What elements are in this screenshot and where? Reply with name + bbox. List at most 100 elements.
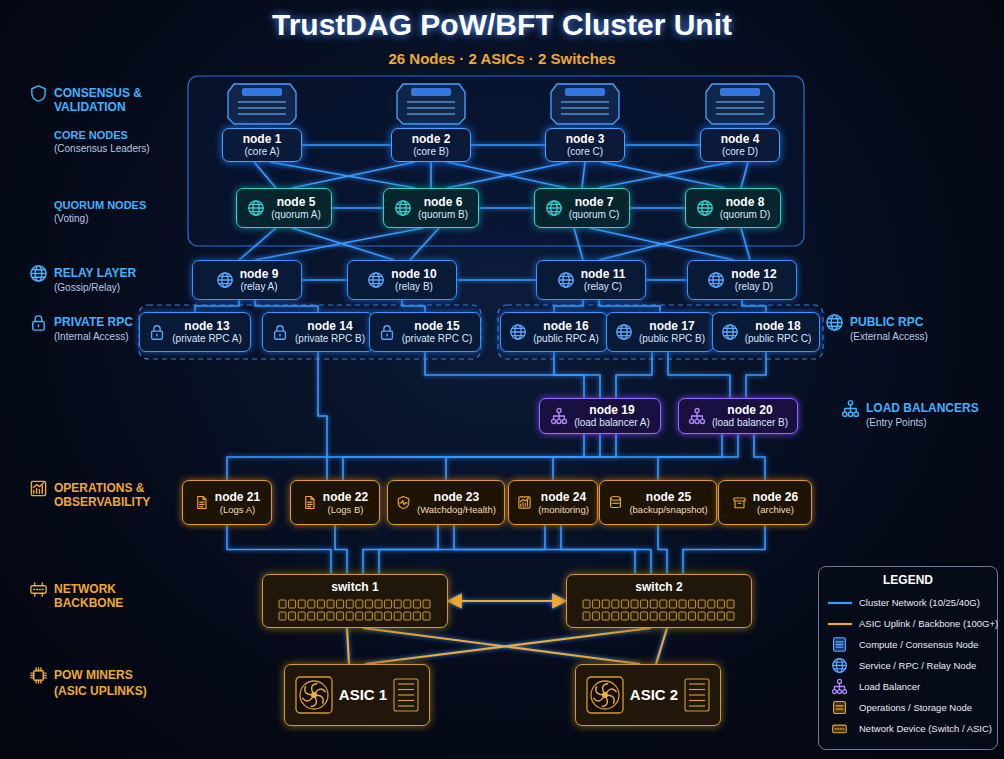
switch-port [641, 612, 648, 620]
node-text: switch 2 [635, 580, 682, 594]
legend-line [828, 601, 852, 603]
node-role: (backup/snapshot) [629, 504, 707, 516]
legend-text: ASIC Uplink / Backbone (100G+) [859, 618, 998, 629]
legend-row: ASIC Uplink / Backbone (100G+) [827, 613, 989, 634]
consensus-panel [188, 76, 804, 246]
service-node: node 17(public RPC B) [606, 312, 714, 352]
fan-frame [587, 677, 623, 713]
cluster-connector [741, 162, 748, 188]
switch-port [708, 600, 715, 608]
layer-heading: QUORUM NODES [54, 199, 184, 212]
globe-stroke [369, 276, 383, 283]
quorum-node: node 5(quorum A) [236, 188, 332, 228]
globe-icon [557, 271, 575, 289]
switch-port [365, 612, 372, 620]
globe-stroke [547, 204, 561, 211]
globe-icon [367, 271, 385, 289]
switch-port [375, 600, 382, 608]
lb-icon [688, 407, 706, 425]
switch-port [385, 600, 392, 608]
node-title: node 10 [391, 267, 436, 281]
layer-heading: RELAY LAYER [54, 266, 184, 280]
cluster-connector [616, 352, 652, 398]
server-icon [834, 637, 846, 651]
cluster-connector [195, 300, 239, 312]
cluster-connector [255, 300, 318, 312]
globe-icon [721, 323, 739, 341]
legend-shape-sample [827, 699, 853, 717]
cluster-connector [658, 525, 667, 574]
lb-stroke [834, 683, 844, 689]
pulse-stroke [398, 497, 409, 509]
switch-port [660, 600, 667, 608]
node-text: node 15(private RPC C) [402, 319, 473, 345]
asic-miner: ASIC 1 [284, 664, 430, 726]
legend-text: Load Balancer [859, 681, 920, 692]
node-role: (load balancer A) [574, 417, 650, 429]
node-text: ASIC 2 [630, 688, 678, 702]
node-text: node 13(private RPC A) [172, 319, 241, 345]
chip-stroke [31, 668, 46, 683]
node-role: (core A) [243, 146, 282, 158]
chart-stroke [521, 498, 529, 506]
opsbox-icon [834, 701, 846, 713]
cluster-connector [292, 162, 415, 188]
quorum-node: node 7(quorum C) [534, 188, 630, 228]
fan-frame [296, 677, 332, 713]
core-server-icon [706, 84, 774, 124]
layer-heading: POW MINERS [54, 668, 184, 682]
heatsink-fin [398, 689, 414, 690]
node-text: node 3(core C) [566, 132, 605, 158]
pulse-stroke [400, 501, 408, 505]
switch-port [650, 600, 657, 608]
switch-port [289, 600, 296, 608]
node-title: node 20 [712, 403, 788, 417]
node-text: node 7(quorum C) [569, 195, 620, 221]
switch-port [394, 600, 401, 608]
core-server-top [720, 88, 760, 96]
heatsink-fin [398, 705, 414, 706]
switch-port [317, 600, 324, 608]
switch-icon [31, 583, 46, 596]
legend-line [828, 622, 852, 624]
legend-text: Network Device (Switch / ASIC) [859, 723, 992, 734]
node-text: node 18(public RPC C) [745, 319, 812, 345]
layer-note: (Internal Access) [54, 331, 142, 343]
heatsink-fin [398, 683, 414, 684]
legend-text: Operations / Storage Node [859, 702, 972, 713]
node-role: (public RPC A) [533, 333, 599, 345]
network-switch: switch 2 [566, 574, 752, 628]
node-text: node 1(core A) [243, 132, 282, 158]
core-server-slot [238, 101, 286, 102]
globe-stroke [31, 266, 46, 281]
legend-row: Compute / Consensus Node [827, 634, 989, 655]
core-server-icon [228, 84, 296, 124]
switch-port [612, 600, 619, 608]
cluster-connector [447, 162, 569, 188]
switch-port [717, 600, 724, 608]
lb-stroke [692, 413, 703, 420]
cluster-connector [625, 144, 700, 146]
node-role: (quorum D) [720, 209, 771, 221]
doc-stroke [198, 497, 206, 509]
globe-stroke [833, 662, 847, 669]
globe-stroke [709, 273, 723, 287]
cluster-connector [646, 279, 687, 281]
switch-port [308, 612, 315, 620]
cluster-connector [554, 300, 583, 312]
legend-row: Load Balancer [827, 676, 989, 697]
node-text: node 25(backup/snapshot) [629, 490, 707, 516]
layer-heading: (ASIC UPLINKS) [54, 684, 184, 698]
heatsink-fin [689, 700, 705, 701]
switch-port [356, 612, 363, 620]
service-node: node 9(relay A) [192, 260, 302, 300]
pulse-icon [396, 495, 411, 510]
node-role: (core C) [566, 146, 605, 158]
switch-port [365, 600, 372, 608]
node-role: (Logs B) [323, 504, 368, 516]
globe-stroke [722, 328, 736, 335]
public-rpc-group [498, 305, 823, 359]
node-title: node 1 [243, 132, 282, 146]
uplink-connector [448, 600, 566, 602]
legend-box: LEGENDCluster Network (10/25/40G)ASIC Up… [818, 566, 998, 750]
